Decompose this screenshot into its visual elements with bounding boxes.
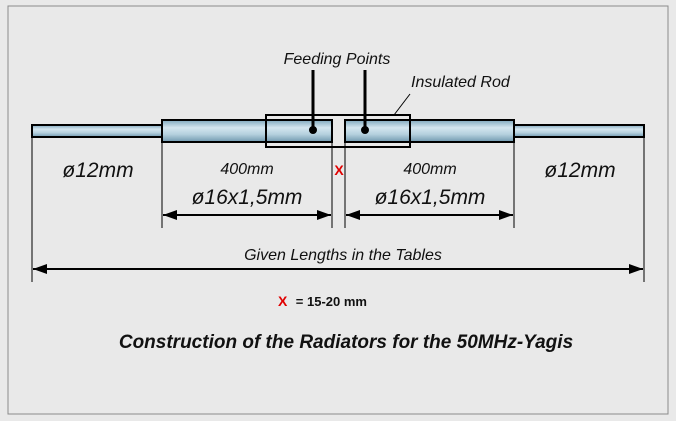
feeding-points-label: Feeding Points	[284, 51, 391, 68]
outer-tube-left	[31, 124, 163, 138]
gap-note: X = 15-20 mm	[278, 293, 367, 310]
gap-marker: X	[334, 162, 344, 178]
diagram-frame	[7, 5, 669, 415]
outer-tube-right	[513, 124, 645, 138]
outer-right-diameter-label: ø12mm	[544, 159, 615, 182]
outer-left-diameter-label: ø12mm	[62, 159, 133, 182]
total-length-label: Given Lengths in the Tables	[244, 247, 442, 264]
inner-left-length-label: 400mm	[220, 161, 273, 178]
inner-tube-right	[344, 119, 515, 143]
diagram-title: Construction of the Radiators for the 50…	[119, 332, 573, 353]
insulated-rod-label: Insulated Rod	[411, 74, 511, 91]
inner-left-tube-label: ø16x1,5mm	[192, 186, 303, 209]
insulated-rod	[265, 114, 411, 148]
inner-tube-left	[161, 119, 333, 143]
inner-right-tube-label: ø16x1,5mm	[375, 186, 486, 209]
insulated-rod-leader	[393, 93, 411, 116]
gap-note-value: = 15-20 mm	[296, 294, 367, 309]
feeding-point-left	[309, 126, 317, 134]
gap-note-marker: X	[278, 293, 288, 309]
feeding-point-right	[361, 126, 369, 134]
inner-right-length-label: 400mm	[403, 161, 456, 178]
